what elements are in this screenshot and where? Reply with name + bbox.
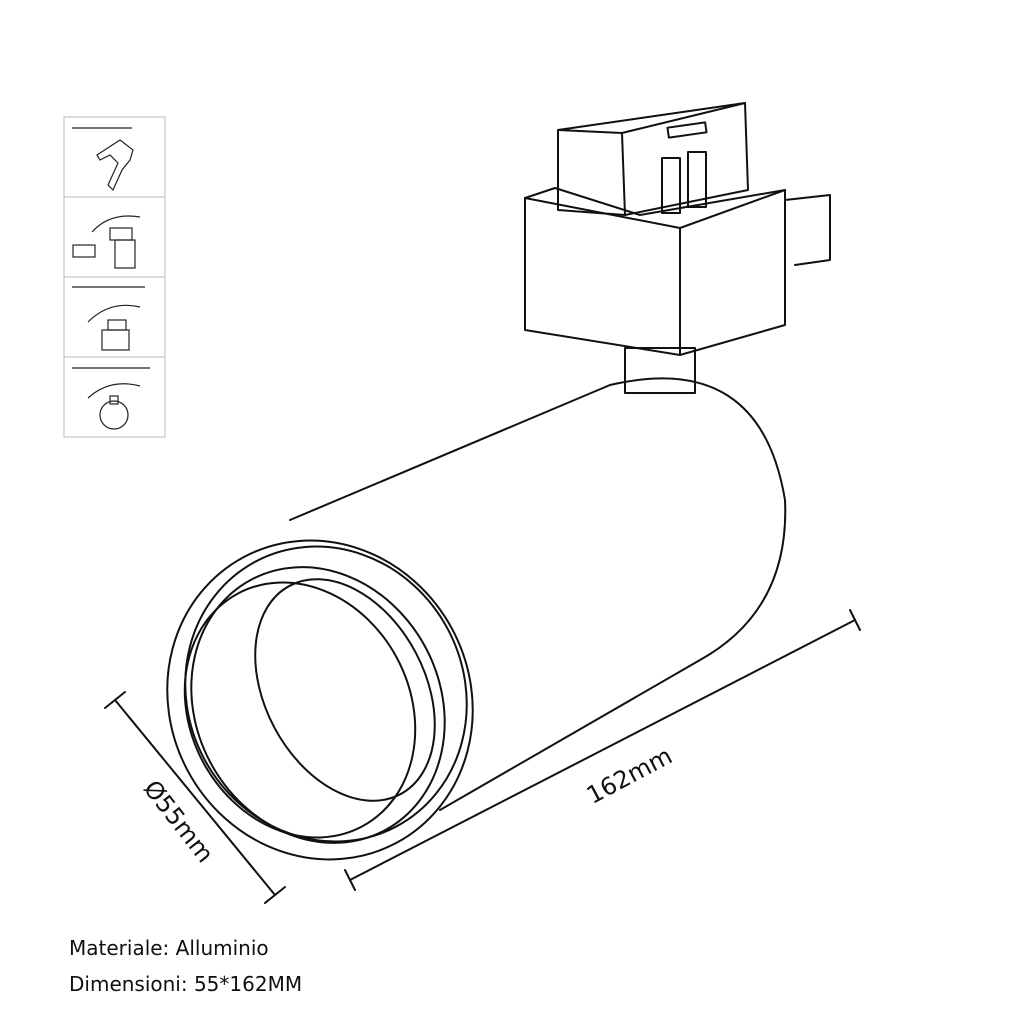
step-4-icon [72, 367, 150, 430]
step-3-icon [72, 286, 145, 351]
dimensions-spec: Dimensioni: 55*162MM [69, 972, 303, 996]
track-adapter [524, 102, 831, 394]
installation-steps-panel [63, 116, 166, 438]
material-spec: Materiale: Alluminio [69, 936, 269, 960]
step-2-icon [72, 215, 141, 269]
step-1-icon [72, 127, 134, 192]
cylinder-body [166, 377, 787, 861]
length-dimension-line [344, 609, 861, 891]
diameter-dimension-line [104, 691, 286, 904]
lens [254, 578, 436, 802]
